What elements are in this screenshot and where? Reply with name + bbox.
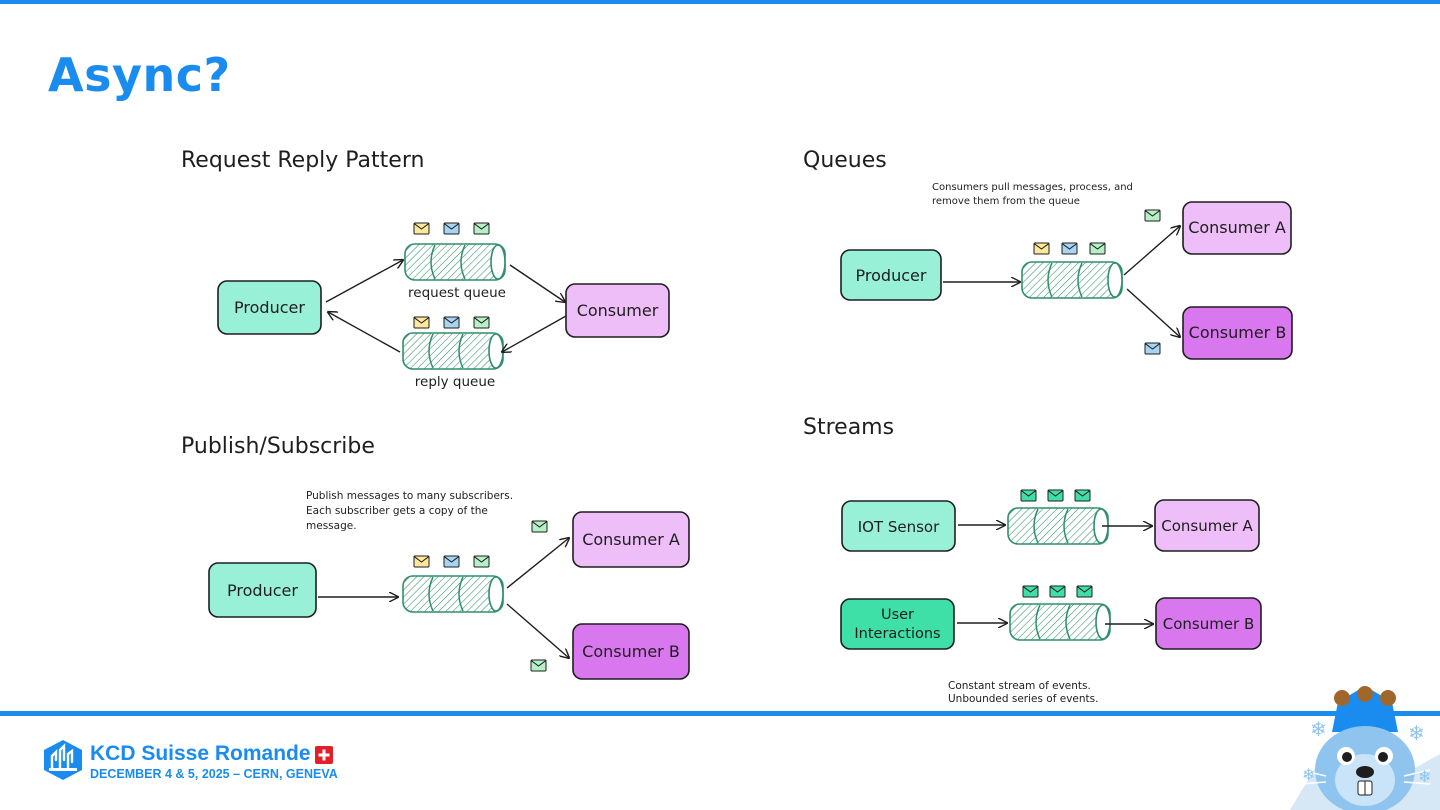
arrow-topic-to-consumer-a <box>506 538 569 589</box>
envelope-icon <box>1033 242 1050 255</box>
queues-note-line-2: remove them from the queue <box>932 196 1080 207</box>
kcd-logo-icon <box>44 740 82 780</box>
pubsub-consumer-a-node <box>572 511 690 568</box>
top-accent-bar <box>0 0 1440 4</box>
pubsub-consumer-b-label: Consumer B <box>582 642 680 661</box>
rr-producer-node <box>217 280 322 335</box>
arrow-topic-to-consumer-b <box>506 603 569 658</box>
streams-user-interactions-node <box>840 598 955 650</box>
pubsub-consumer-a-label: Consumer A <box>582 530 680 549</box>
queues-consumer-b-label: Consumer B <box>1189 323 1287 342</box>
streams-note-line-1: Constant stream of events. <box>948 680 1091 692</box>
streams-iot-sensor-node <box>841 500 956 552</box>
streams-consumer-a-label: Consumer A <box>1161 517 1253 535</box>
reply-queue <box>402 332 504 370</box>
pubsub-note-line-2: Each subscriber gets a copy of the <box>306 505 488 517</box>
arrow-request-queue-to-consumer <box>509 264 565 302</box>
envelope-icon <box>473 555 490 568</box>
event-date-location: DECEMBER 4 & 5, 2025 – CERN, GENEVA <box>90 767 338 781</box>
envelope-icon <box>473 222 490 235</box>
slide-title: Async? <box>48 48 231 102</box>
queues-queue <box>1021 261 1123 299</box>
mascot-beaver: ❄ ❄ ❄ ❄ <box>1290 686 1440 810</box>
rr-producer-label: Producer <box>234 298 305 317</box>
envelope-icon <box>473 316 490 329</box>
arrow-queue-to-consumer-a <box>1123 226 1180 276</box>
queues-producer-node <box>840 249 942 301</box>
pubsub-producer-node <box>208 562 317 618</box>
async-patterns-diagram: Request Reply Pattern Producer request q… <box>181 148 1293 705</box>
envelope-icon <box>443 222 460 235</box>
queues-consumer-b-node <box>1182 306 1293 360</box>
envelope-icon <box>1020 489 1037 502</box>
swiss-flag-icon <box>315 746 333 764</box>
envelope-icon <box>1144 209 1161 222</box>
streams-consumer-b-label: Consumer B <box>1163 615 1255 633</box>
pubsub-heading: Publish/Subscribe <box>181 434 375 459</box>
pubsub-note-line-3: message. <box>306 520 357 532</box>
pubsub-note-line-1: Publish messages to many subscribers. <box>306 490 513 502</box>
streams-note-line-2: Unbounded series of events. <box>948 693 1098 705</box>
rr-consumer-label: Consumer <box>577 301 659 320</box>
streams-consumer-b-node <box>1155 597 1262 650</box>
request-queue-label: request queue <box>408 285 506 301</box>
envelope-icon <box>1061 242 1078 255</box>
snowflake-icon: ❄ <box>1302 765 1315 784</box>
queues-producer-label: Producer <box>856 266 927 285</box>
streams-iot-sensor-label: IOT Sensor <box>858 518 940 536</box>
stream-1 <box>1007 507 1109 545</box>
envelope-icon <box>1089 242 1106 255</box>
request-reply-heading: Request Reply Pattern <box>181 148 424 173</box>
arrow-reply-queue-to-producer <box>328 312 401 353</box>
queues-consumer-a-label: Consumer A <box>1188 218 1286 237</box>
envelope-icon <box>443 555 460 568</box>
bottom-accent-bar <box>0 711 1440 716</box>
envelope-icon <box>413 316 430 329</box>
envelope-icon <box>1049 585 1066 598</box>
rr-consumer-node <box>565 283 670 338</box>
envelope-icon <box>1074 489 1091 502</box>
reply-queue-label: reply queue <box>415 374 495 390</box>
pubsub-producer-label: Producer <box>227 581 298 600</box>
queues-note-line-1: Consumers pull messages, process, and <box>932 182 1133 193</box>
envelope-icon <box>443 316 460 329</box>
pubsub-topic-queue <box>402 575 504 613</box>
brand-name: KCD Suisse Romande <box>90 742 311 765</box>
envelope-icon <box>413 222 430 235</box>
envelope-icon <box>531 520 548 533</box>
queues-heading: Queues <box>803 148 887 173</box>
envelope-icon <box>530 659 547 672</box>
streams-user-interactions-label-line-2: Interactions <box>854 626 940 642</box>
streams-heading: Streams <box>803 415 894 440</box>
envelope-icon <box>1047 489 1064 502</box>
pubsub-consumer-b-node <box>572 623 690 680</box>
envelope-icon <box>1144 342 1161 355</box>
arrow-queue-to-consumer-b <box>1126 288 1180 337</box>
snowflake-icon: ❄ <box>1310 717 1327 741</box>
streams-user-interactions-label-line-1: User <box>881 607 914 623</box>
envelope-icon <box>1022 585 1039 598</box>
snowflake-icon: ❄ <box>1408 721 1425 745</box>
arrow-consumer-to-reply-queue <box>502 315 567 352</box>
stream-2 <box>1009 603 1111 641</box>
queues-consumer-a-node <box>1182 201 1292 255</box>
streams-consumer-a-node <box>1154 499 1260 552</box>
envelope-icon <box>413 555 430 568</box>
request-queue <box>404 243 506 281</box>
snowflake-icon: ❄ <box>1418 767 1431 786</box>
envelope-icon <box>1076 585 1093 598</box>
arrow-producer-to-request-queue <box>325 260 403 303</box>
